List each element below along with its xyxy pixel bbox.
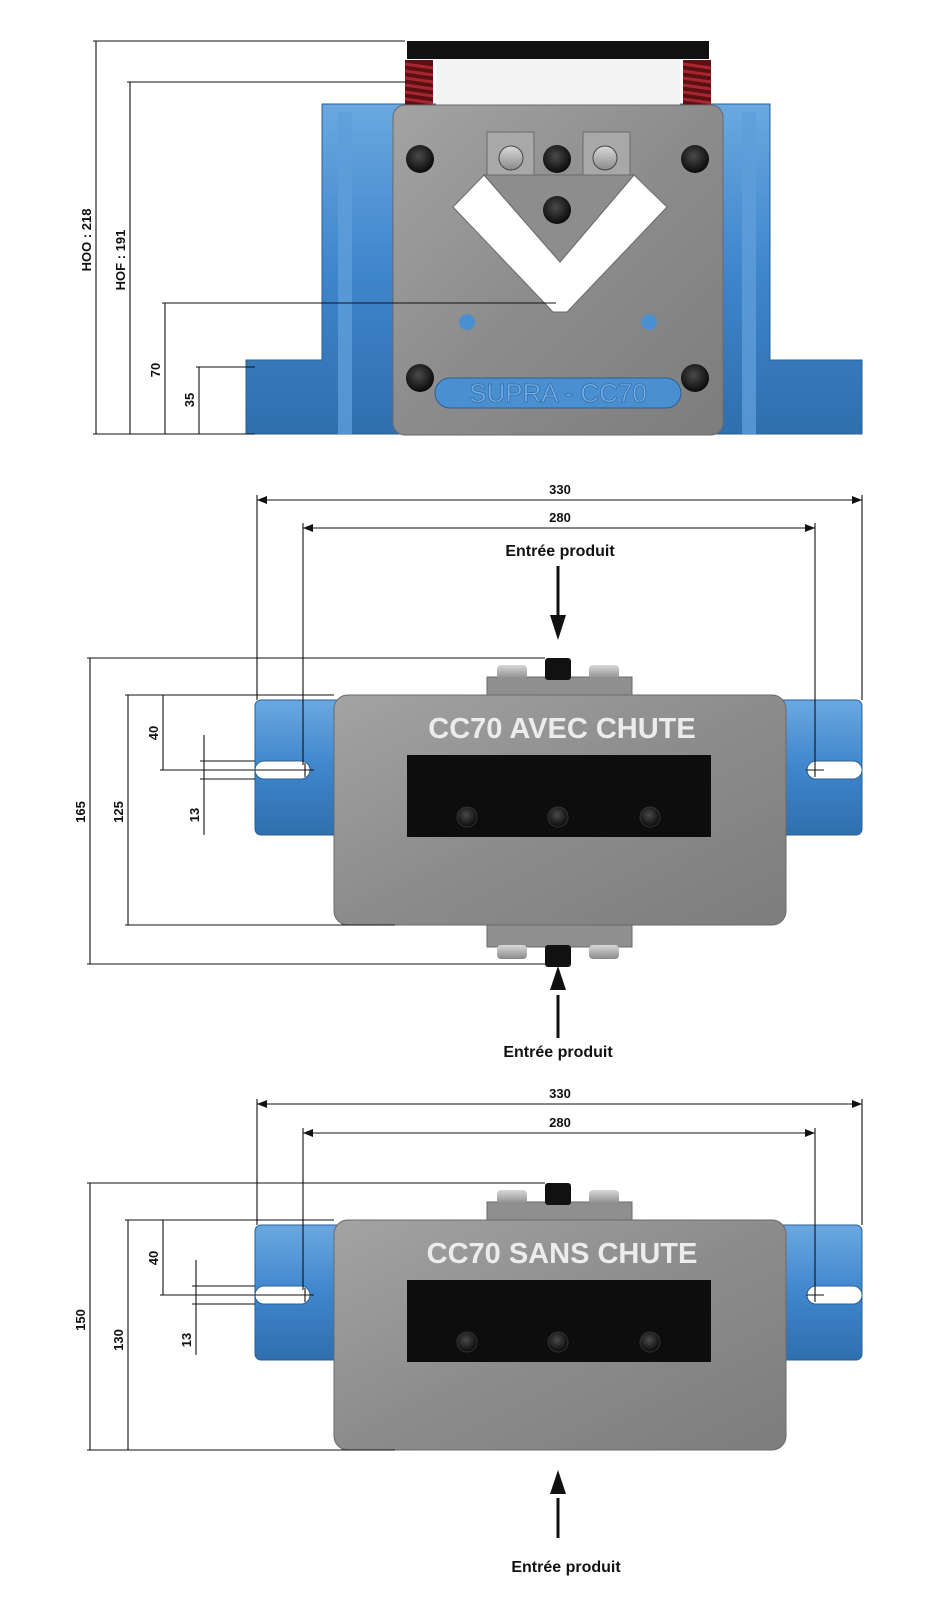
dim-slot-width: 13 [179,1333,194,1347]
dim-hoo: HOO : 218 [79,209,94,272]
bolt-icon [497,665,527,679]
center-pin-top [545,658,571,680]
spring-right [682,60,712,108]
dim-height-body: 130 [111,1329,126,1351]
dim-hof: HOF : 191 [113,230,128,291]
dim-height-body: 125 [111,801,126,823]
guide-block-bottom [486,921,633,948]
brand-plate [434,377,682,409]
screw-icon [543,196,571,224]
bolt-icon [497,945,527,959]
screw-icon [681,145,709,173]
slot-centre-left [296,1288,314,1302]
dim-slot-offset: 40 [146,726,161,740]
pin-hole-icon [459,314,475,330]
sans-chute-view: CC70 SANS CHUTE 330 280 150 130 40 1 [73,1086,863,1576]
screw-icon [592,145,618,171]
front-base-rib-right [742,112,756,434]
screw-icon [456,806,478,828]
brand-label: SUPRA - CC70 [469,378,647,408]
view-title: CC70 AVEC CHUTE [428,713,696,745]
screw-icon [547,806,569,828]
screw-icon [498,145,524,171]
entry-label-bottom: Entrée produit [511,1559,621,1576]
bolt-icon [589,945,619,959]
dim-width-inner: 280 [549,510,571,525]
dim-height-total: 165 [73,801,88,823]
screw-icon [547,1331,569,1353]
center-pin-bottom [545,945,571,967]
screw-icon [681,364,709,392]
dim-35: 35 [182,393,197,407]
upper-gap [436,59,680,105]
view-title: CC70 SANS CHUTE [427,1238,698,1270]
dim-width-outer: 330 [549,1086,571,1101]
front-view: SUPRA - CC70 HOO : 218 HOF : 191 70 35 [79,40,863,436]
entry-arrow-up-icon [550,966,566,1038]
screw-icon [406,145,434,173]
bolt-icon [589,665,619,679]
dim-slot-width: 13 [187,808,202,822]
dim-width-outer: 330 [549,482,571,497]
spring-left [404,60,434,108]
bolt-icon [589,1190,619,1204]
center-pin-top [545,1183,571,1205]
pin-hole-icon [641,314,657,330]
bolt-icon [497,1190,527,1204]
entry-label-bottom: Entrée produit [503,1044,613,1061]
screw-icon [639,1331,661,1353]
top-press-bar [407,41,709,59]
entry-arrow-up-icon [550,1470,566,1538]
screw-icon [543,145,571,173]
screw-icon [406,364,434,392]
slot-centre-left [296,763,314,777]
dim-width-inner: 280 [549,1115,571,1130]
dim-slot-offset: 40 [146,1251,161,1265]
slot-centre-right [806,763,824,777]
avec-chute-view: CC70 AVEC CHUTE 330 280 165 125 40 [73,482,863,1061]
entry-label-top: Entrée produit [505,543,615,560]
screw-icon [456,1331,478,1353]
front-base-rib-left [338,112,352,434]
dim-70: 70 [148,363,163,377]
dim-height-total: 150 [73,1309,88,1331]
slot-centre-right [806,1288,824,1302]
screw-icon [639,806,661,828]
entry-arrow-down-icon [550,566,566,640]
